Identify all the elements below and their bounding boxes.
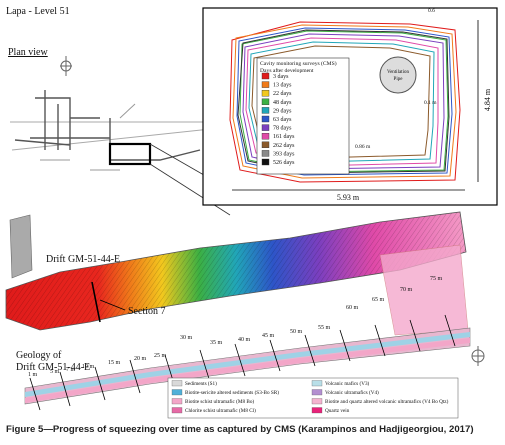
cms-legend-label: 63 days [273, 117, 292, 123]
cms-legend-label: 22 days [273, 91, 292, 97]
geology-distance-label: 65 m [372, 297, 385, 303]
cms-legend-title-1: Cavity monitoring surveys (CMS) [260, 60, 337, 67]
geology-legend-swatch [311, 407, 323, 414]
geology-legend-swatch [311, 398, 323, 405]
geology-distance-label: 50 m [290, 329, 303, 335]
cms-legend-swatch [261, 115, 270, 123]
height-dimension-label: 4.84 m [483, 88, 492, 111]
cms-legend-label: 3 days [273, 74, 289, 80]
geology-legend-swatch [311, 389, 323, 396]
section-7-marker [91, 281, 101, 323]
cms-legend-label: 161 days [273, 134, 295, 140]
geology-legend-swatch [171, 389, 183, 396]
ventilation-pipe-icon [379, 56, 417, 94]
cms-legend-title-2: Days after development [260, 67, 314, 74]
cms-legend-label: 526 days [273, 160, 295, 166]
geology-distance-label: 7 m [66, 367, 76, 373]
cms-legend-swatch [261, 124, 270, 131]
cms-legend-swatch [261, 132, 270, 140]
drift-3d-mesh [6, 212, 466, 330]
geology-distance-label: 25 m [154, 353, 167, 359]
cms-legend-label: 29 days [273, 108, 292, 114]
cms-legend-label: 262 days [273, 143, 295, 149]
dim-label-a: 0.6 [428, 8, 435, 14]
cms-legend-swatch [261, 98, 270, 106]
figure-title: Lapa - Level 51 [6, 6, 70, 17]
plan-view-label: Plan view [8, 47, 48, 58]
plan-north-arrow-icon [60, 56, 72, 76]
figure-caption: Figure 5—Progress of squeezing over time… [6, 424, 474, 435]
section-7-label: Section 7 [128, 306, 166, 317]
geology-legend-label: Volcanic mafics (V3) [325, 380, 370, 387]
geology-distance-label: 15 m [108, 360, 121, 366]
geology-distance-label: 70 m [400, 287, 413, 293]
geology-legend-label: Biotite and quartz altered volcanic ultr… [325, 398, 449, 405]
geology-distance-label: 10 m [82, 364, 95, 370]
geology-legend-swatch [171, 380, 183, 387]
geology-distance-label: 20 m [134, 356, 147, 362]
geology-distance-label: 1 m [28, 372, 38, 378]
cms-legend-label: 48 days [273, 100, 292, 106]
plan-view-highlight-box [108, 142, 152, 166]
cms-legend-label: 13 days [273, 83, 292, 89]
dim-label-c: 0.86 m [355, 144, 371, 150]
geology-title-1: Geology of [16, 350, 62, 361]
drift-3d-pink-extension [379, 244, 469, 336]
cms-legend-swatch [261, 81, 270, 88]
inset-leader-line-2 [149, 163, 231, 216]
section-7-leader [99, 299, 126, 311]
pipe-label-1: Ventilation [387, 70, 409, 75]
cms-legend-swatch [261, 89, 270, 97]
cms-legend-swatch [261, 72, 270, 80]
geology-pink-band [25, 338, 470, 403]
cms-legend-swatch [261, 107, 270, 114]
geology-legend-label: Sediments (S1) [185, 380, 217, 387]
geology-distance-label: 75 m [430, 276, 443, 282]
geology-distance-label: 40 m [238, 337, 251, 343]
cms-legend-label: 393 days [273, 151, 295, 157]
cms-inset-frame [202, 7, 498, 206]
geology-north-arrow-icon [471, 346, 485, 366]
dim-label-b: 0.1 m [424, 100, 437, 106]
geology-legend-swatch [311, 380, 323, 387]
drift-label: Drift GM-51-44-E [46, 254, 120, 265]
cms-legend-box [256, 57, 350, 175]
cms-legend-swatch [261, 158, 270, 166]
cms-legend-label: 78 days [273, 126, 292, 132]
geology-distance-label: 60 m [346, 305, 359, 311]
geology-blue-band [25, 332, 470, 397]
geology-distance-label: 55 m [318, 325, 331, 331]
geology-legend-label: Volcanic ultramafics (V4) [325, 389, 379, 396]
geology-legend-swatch [171, 398, 183, 405]
geology-distance-label: 5 m [50, 369, 60, 375]
width-dimension-label: 5.93 m [337, 193, 360, 202]
geology-legend-label: Biotite-sericite altered sediments (S3-B… [185, 389, 279, 396]
geology-distance-label: 35 m [210, 340, 223, 346]
cms-profile-outlines [229, 21, 461, 183]
geology-legend-label: Chlorite schist ultramafic (M8 Cl) [185, 407, 256, 414]
geology-distance-label: 45 m [262, 333, 275, 339]
geology-legend-label: Quartz vein [325, 408, 350, 414]
plan-view-map [10, 90, 221, 171]
geology-distance-label: 30 m [180, 335, 193, 341]
geology-legend-swatch [171, 407, 183, 414]
cms-legend-swatch [261, 141, 270, 149]
geology-title-2: Drift GM-51-44-E [16, 362, 90, 373]
cms-legend-swatch [261, 150, 270, 157]
drift-3d-upper-tunnel [9, 214, 33, 279]
geology-legend-label: Biotite schist ultramafic (M8 Bo) [185, 398, 254, 405]
pipe-label-2: Pipe [394, 77, 404, 82]
